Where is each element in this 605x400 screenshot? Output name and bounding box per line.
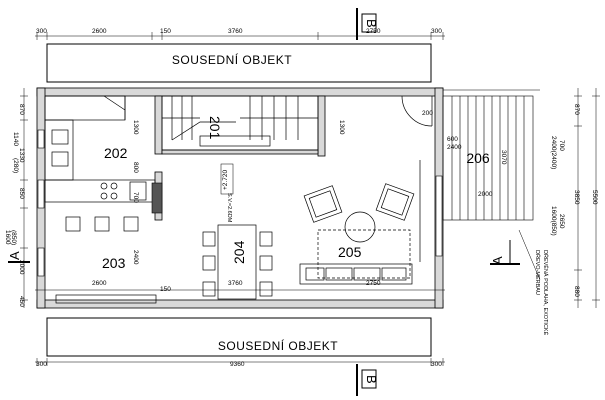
dim-top-2600: 2600	[92, 28, 107, 35]
living-furniture	[299, 95, 433, 285]
neighbor-top-block	[46, 43, 432, 83]
right-dimension-chain	[574, 88, 600, 308]
svg-text:DŘEVO-MERBAU: DŘEVO-MERBAU	[534, 250, 542, 295]
svg-text:B: B	[364, 375, 379, 384]
top-dimension-chain	[35, 32, 445, 40]
dim-door-200: 200	[422, 110, 433, 117]
dim-terrace-3070: 3070	[500, 150, 507, 165]
partition-column	[151, 182, 163, 214]
dim-right-5500: 5500	[591, 190, 598, 205]
dim-top-3760: 3760	[228, 28, 243, 35]
dim-right-2400: 2400(2400)	[550, 136, 557, 169]
dim-right-700: 700	[558, 140, 565, 151]
dim-right-880: 880	[573, 286, 580, 297]
right-window	[435, 175, 443, 257]
dim-top-150: 150	[160, 28, 171, 35]
dim-stair-2400: 2400	[132, 250, 139, 265]
room-203-chairs	[55, 216, 157, 304]
dim-left-1330: 1330	[18, 148, 25, 163]
room-204-label: 204	[231, 240, 247, 264]
dim-top-2750: 2750	[366, 28, 381, 35]
staircase	[161, 95, 319, 151]
left-windows	[37, 129, 45, 277]
dim-stair-1300b: 1300	[338, 120, 345, 135]
section-b-top: B	[356, 8, 379, 40]
section-a-left: A	[7, 251, 30, 263]
dim-right-2650: 2650	[558, 214, 565, 229]
dining-table	[202, 224, 273, 300]
kitchen-counter	[44, 95, 156, 203]
dim-left-450: 450	[18, 296, 25, 307]
dim-left-870: 870	[18, 104, 25, 115]
neighbor-bottom-block	[46, 317, 432, 357]
dim-right-3850: 3850	[573, 190, 580, 205]
dim-top-300b: 300	[431, 28, 442, 35]
interior-walls	[154, 95, 326, 221]
svg-text:A: A	[490, 256, 505, 265]
left-dimension-chain	[20, 88, 28, 308]
room-203-label: 203	[102, 255, 126, 271]
terrace-note: DŘEVĚNÁ PODLAHA, EXOTICKÉ DŘEVO-MERBAU	[534, 250, 550, 336]
dim-terrace-600: 600	[447, 136, 458, 143]
neighbor-bottom-label: SOUSEDNÍ OBJEKT	[218, 338, 338, 353]
dim-bot-2750: 2750	[366, 280, 381, 287]
terrace-note-leader	[518, 229, 541, 281]
dim-bot-150: 150	[160, 286, 171, 293]
svg-text:DŘEVĚNÁ PODLAHA, EXOTICKÉ: DŘEVĚNÁ PODLAHA, EXOTICKÉ	[542, 250, 550, 336]
dim-top-300a: 300	[36, 28, 47, 35]
svg-text:A: A	[7, 251, 22, 260]
dim-overall-9360: 9360	[230, 361, 245, 368]
room-206-label: 206	[466, 150, 490, 166]
room-202-label: 202	[104, 145, 128, 161]
room-205-label: 205	[338, 244, 362, 260]
section-b-bottom: B	[356, 364, 379, 396]
dim-overall-300a: 300	[36, 361, 47, 368]
dim-left-280: (280)	[12, 158, 19, 173]
dim-stair-800: 800	[132, 162, 139, 173]
terrace-206	[442, 89, 540, 221]
room-201-label: 201	[207, 116, 223, 140]
svg-text:+2.720: +2.720	[222, 170, 229, 190]
dim-terrace-2000: 2000	[478, 191, 493, 198]
neighbor-top-label: SOUSEDNÍ OBJEKT	[172, 52, 292, 67]
dim-left-850b: (850)	[10, 230, 17, 245]
dim-right-1600: 1600(850)	[550, 206, 557, 236]
svg-text:S.V.=2.6DM: S.V.=2.6DM	[226, 193, 232, 223]
dim-left-2000: 2000	[18, 260, 25, 275]
dim-bot-3760: 3760	[228, 280, 243, 287]
dim-right-870: 870	[573, 104, 580, 115]
svg-text:B: B	[364, 19, 379, 28]
dim-overall-300b: 300	[431, 361, 442, 368]
dim-left-1140: 1140	[12, 132, 19, 146]
dim-left-850: 850	[18, 188, 25, 199]
dim-bot-2600: 2600	[92, 280, 107, 287]
dim-stair-1300a: 1300	[132, 120, 139, 135]
bottom-dimension-chain	[35, 289, 445, 366]
section-a-right: A	[490, 240, 520, 265]
dim-left-1600: 1600	[4, 230, 11, 245]
dim-terrace-2400: 2400	[447, 144, 462, 151]
dim-stair-700: 700	[132, 192, 139, 203]
level-marker: S.V.=2.6DM +2.720	[220, 163, 234, 223]
